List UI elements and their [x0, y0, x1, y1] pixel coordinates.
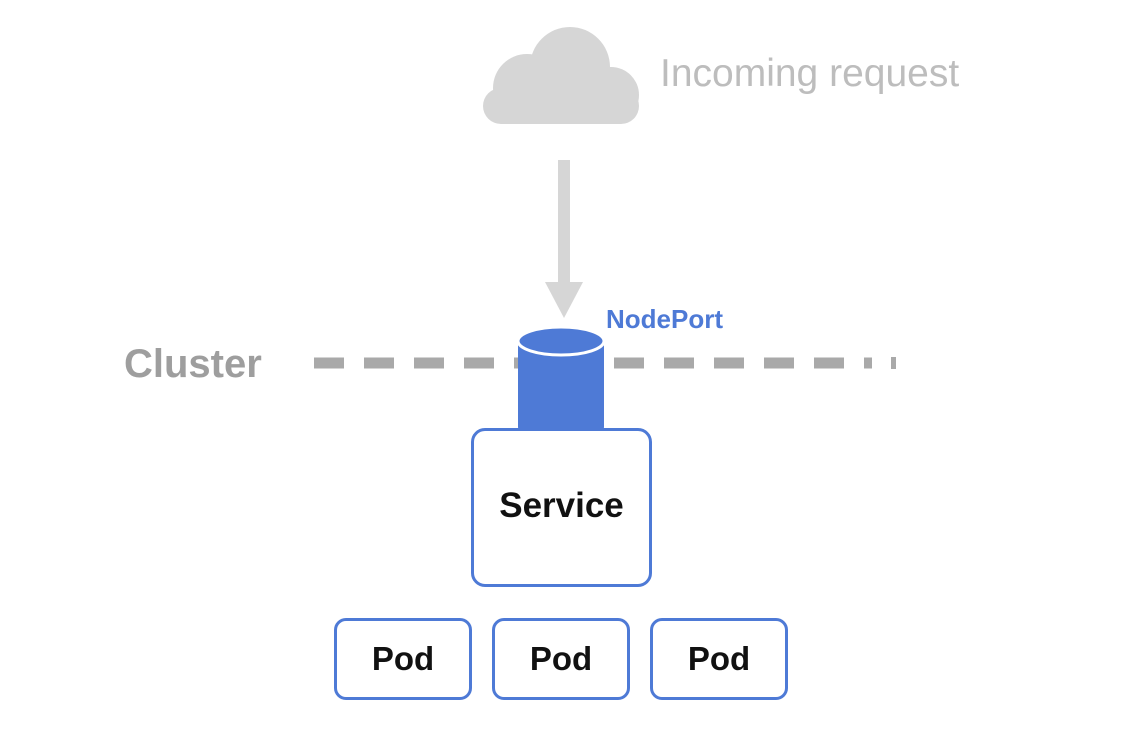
pod-label: Pod — [687, 640, 751, 677]
pod-box: Pod — [650, 618, 788, 700]
nodeport-label: NodePort — [606, 304, 723, 334]
nodeport-cylinder-icon — [516, 325, 606, 441]
cloud-icon — [483, 27, 639, 124]
pod-box: Pod — [334, 618, 472, 700]
pod-box: Pod — [492, 618, 630, 700]
incoming-arrow — [545, 160, 583, 318]
cluster-boundary-line — [314, 357, 896, 369]
pod-label: Pod — [529, 640, 593, 677]
service-label: Service — [499, 486, 624, 525]
incoming-request-label: Incoming request — [660, 52, 960, 95]
cluster-label: Cluster — [124, 342, 262, 386]
service-box — [471, 428, 652, 587]
pod-label: Pod — [371, 640, 435, 677]
